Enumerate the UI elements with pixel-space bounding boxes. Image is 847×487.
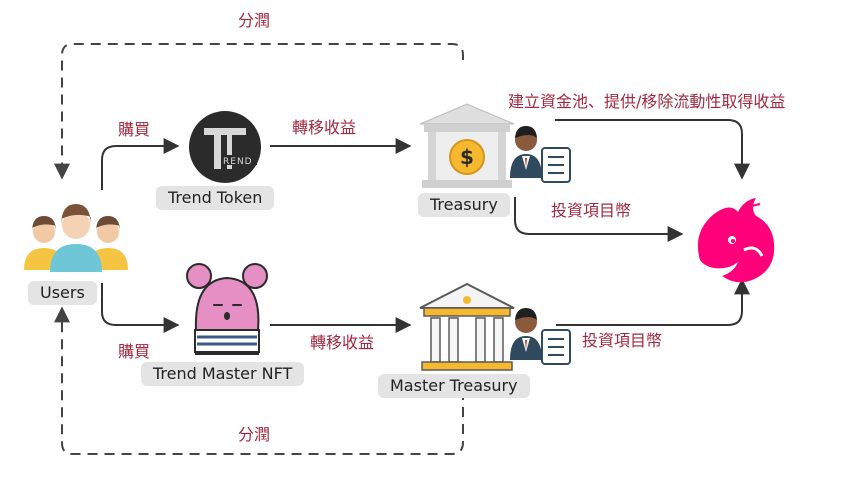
bank-building-icon <box>419 282 515 371</box>
bear-nft-icon <box>186 263 268 355</box>
svg-text:REND: REND <box>223 157 253 167</box>
bottom-profit-share-loop <box>54 306 464 455</box>
trend-token-node-label: Trend Token <box>156 186 275 210</box>
bottom-profit-share-label: 分潤 <box>238 425 271 444</box>
uniswap-unicorn-logo <box>697 198 775 283</box>
invest-top-label: 投資項目幣 <box>551 201 632 220</box>
manager-document-icon <box>510 126 571 183</box>
trend-token-logo: REND <box>189 111 261 183</box>
treasury-node-label: Treasury <box>418 193 510 217</box>
svg-text:$: $ <box>460 145 474 169</box>
master-nft-node-label: Trend Master NFT <box>141 362 305 386</box>
users-node-label: Users <box>28 281 97 305</box>
top-profit-share-label: 分潤 <box>238 11 271 30</box>
invest-bottom-label: 投資項目幣 <box>582 331 663 350</box>
manager-document-icon <box>510 308 571 365</box>
transfer-bottom-label: 轉移收益 <box>310 333 375 352</box>
buy-nft-arrow <box>101 283 180 333</box>
bank-coin-icon: $ <box>419 103 515 188</box>
buy-token-label: 購買 <box>118 120 151 139</box>
liquidity-arrow <box>555 119 750 180</box>
users-group-icon <box>24 204 128 272</box>
invest-bottom-arrow <box>556 278 750 326</box>
master-treasury-node-label: Master Treasury <box>378 374 530 398</box>
buy-token-arrow <box>101 138 180 190</box>
invest-top-arrow <box>514 197 684 242</box>
transfer-top-label: 轉移收益 <box>292 118 357 137</box>
buy-nft-label: 購買 <box>118 342 151 361</box>
liquidity-label: 建立資金池、提供/移除流動性取得收益 <box>508 92 786 111</box>
top-profit-share-loop <box>54 43 464 180</box>
